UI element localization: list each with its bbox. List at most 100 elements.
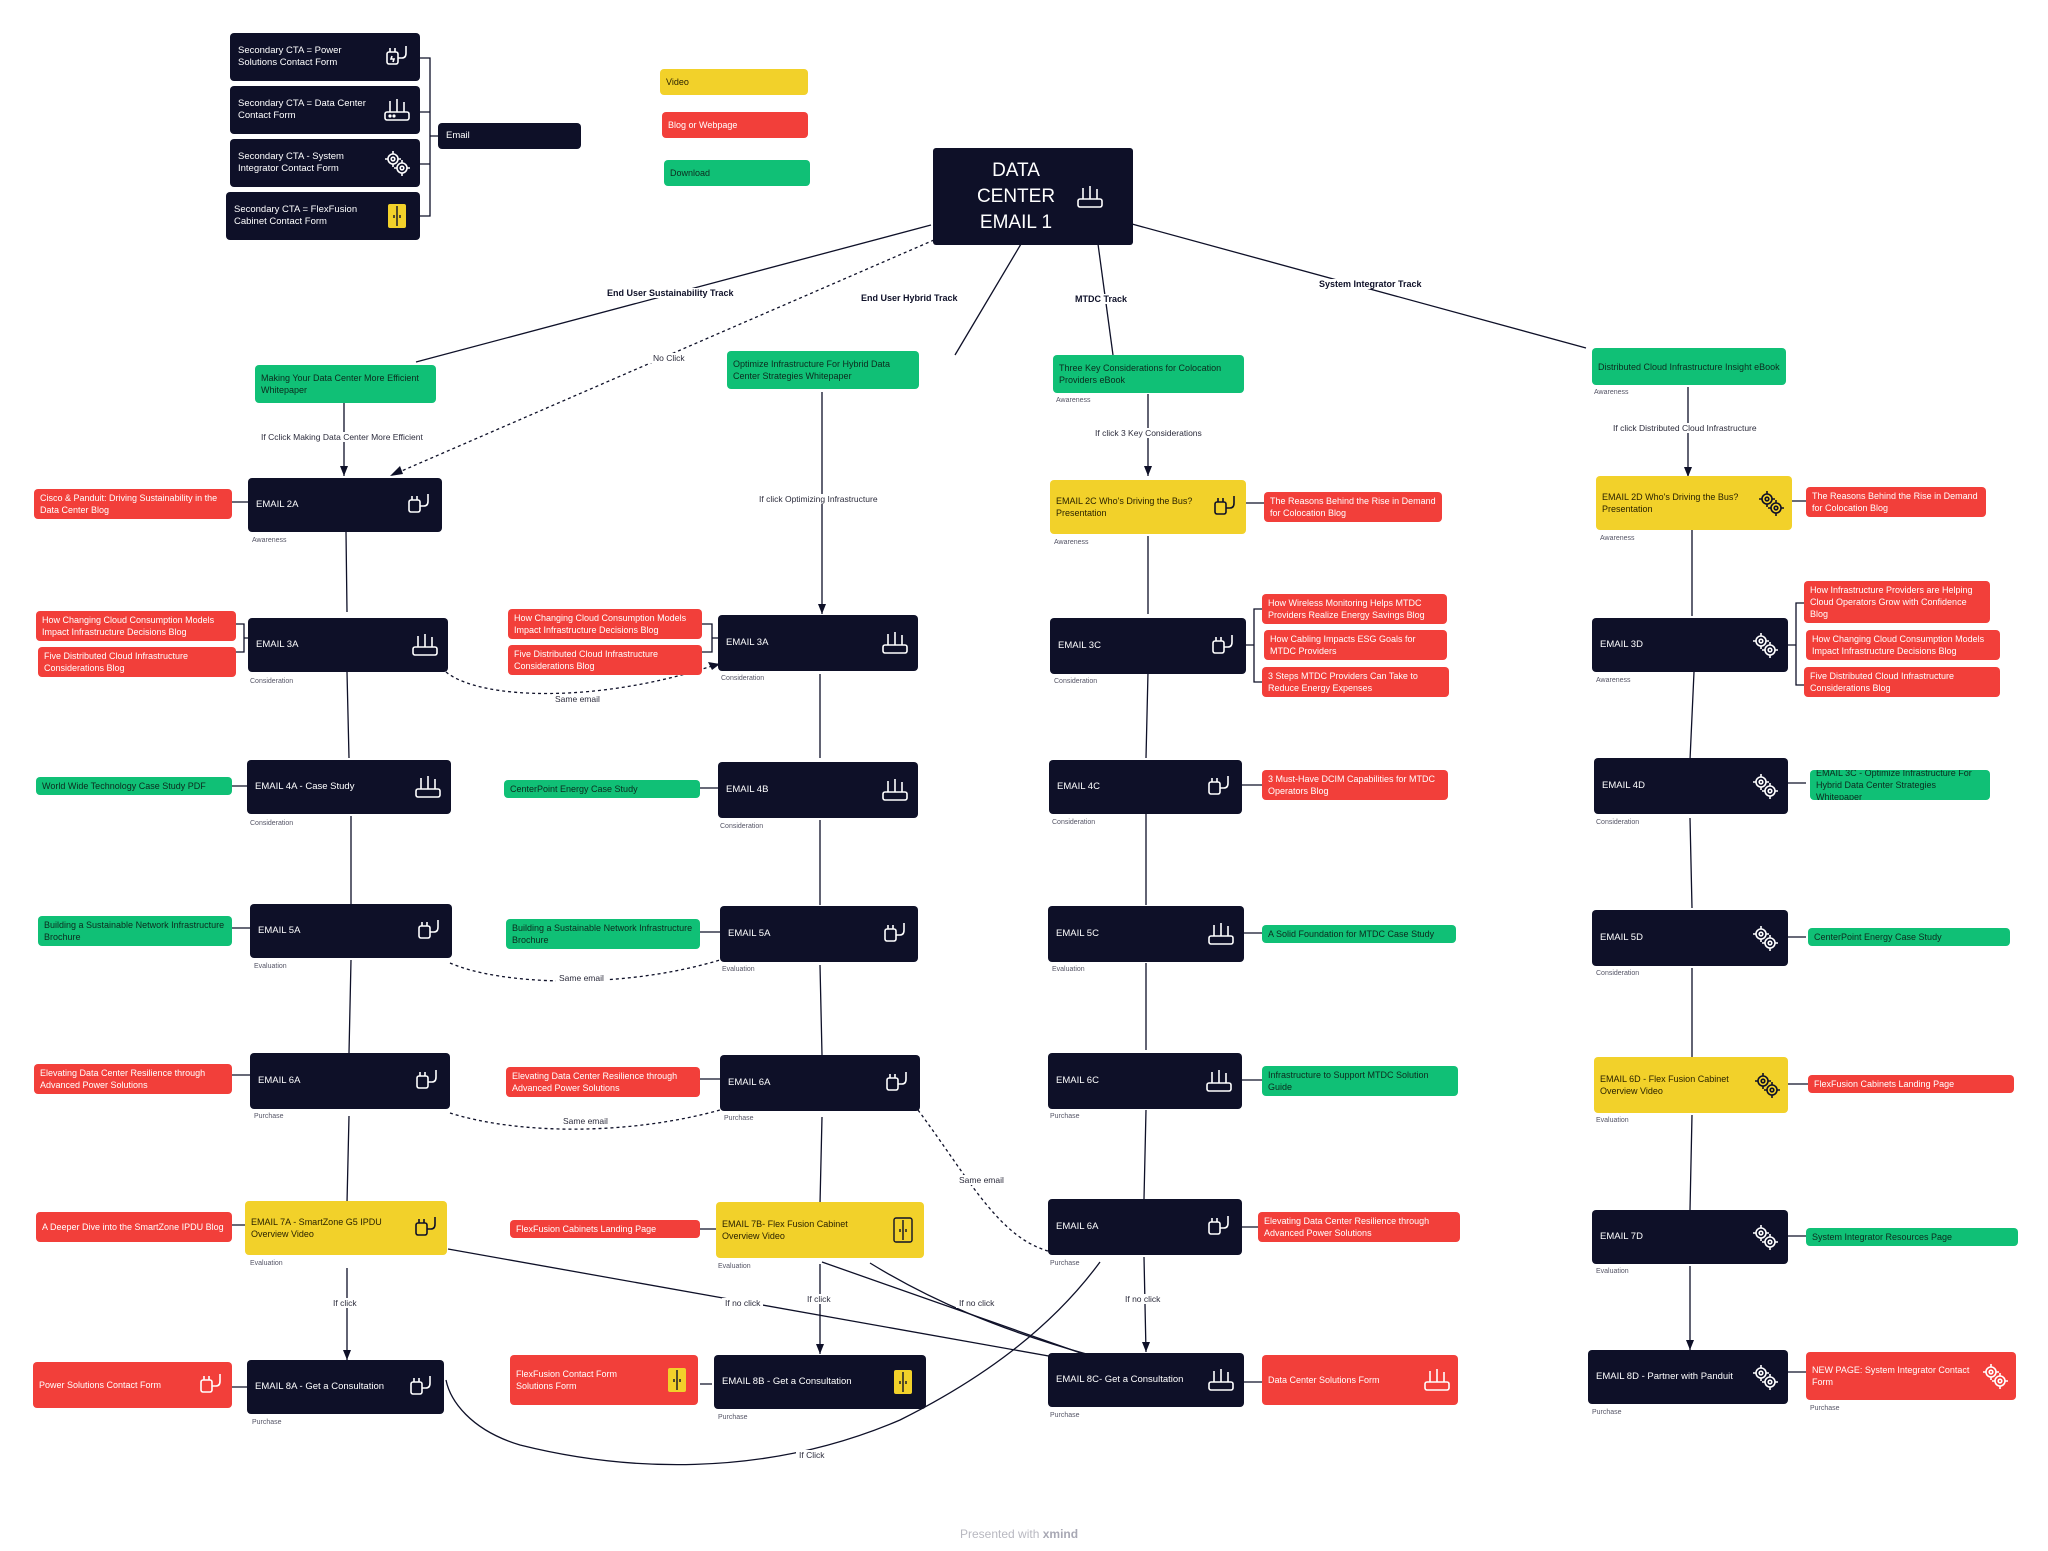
power-plug-icon <box>404 490 434 520</box>
email-7a-video[interactable]: EMAIL 7A - SmartZone G5 IPDU Overview Vi… <box>245 1201 447 1255</box>
download-label: EMAIL 3C - Optimize Infrastructure For H… <box>1816 770 1972 800</box>
blog-label: The Reasons Behind the Rise in Demand fo… <box>1270 496 1436 518</box>
blog-cloud-consumption[interactable]: How Changing Cloud Consumption Models Im… <box>508 609 702 639</box>
blog-label: Elevating Data Center Resilience through… <box>40 1068 206 1090</box>
email-6a-mtdc[interactable]: EMAIL 6A <box>1048 1199 1242 1255</box>
email-6c[interactable]: EMAIL 6C <box>1048 1053 1242 1109</box>
integrator-resources-page[interactable]: System Integrator Resources Page <box>1806 1228 2018 1246</box>
blog-infra-providers[interactable]: How Infrastructure Providers are Helping… <box>1804 581 1990 623</box>
email-4a[interactable]: EMAIL 4A - Case Study <box>247 760 451 814</box>
email-8d[interactable]: EMAIL 8D - Partner with Panduit <box>1588 1350 1788 1404</box>
blog-five-distributed[interactable]: Five Distributed Cloud Infrastructure Co… <box>38 647 236 677</box>
email-3a[interactable]: EMAIL 3A <box>248 618 448 672</box>
stage-label: Consideration <box>250 820 294 827</box>
brochure-sustainable-network[interactable]: Building a Sustainable Network Infrastru… <box>506 919 700 949</box>
email-3d[interactable]: EMAIL 3D <box>1592 618 1788 672</box>
distributed-cloud-ebook[interactable]: Distributed Cloud Infrastructure Insight… <box>1592 348 1786 385</box>
email-7d[interactable]: EMAIL 7D <box>1592 1210 1788 1264</box>
blog-label: How Wireless Monitoring Helps MTDC Provi… <box>1268 598 1425 620</box>
colocation-ebook[interactable]: Three Key Considerations for Colocation … <box>1053 355 1244 393</box>
email-3a-hybrid[interactable]: EMAIL 3A <box>718 615 918 671</box>
email-label: EMAIL 8B - Get a Consultation <box>722 1376 852 1387</box>
blog-cisco-panduit[interactable]: Cisco & Panduit: Driving Sustainability … <box>34 489 232 519</box>
brochure-sustainable-network[interactable]: Building a Sustainable Network Infrastru… <box>38 916 232 946</box>
legend-email-label: Email <box>446 130 470 141</box>
email-label: EMAIL 7B- Flex Fusion Cabinet Overview V… <box>722 1219 848 1241</box>
email-6d-video[interactable]: EMAIL 6D - Flex Fusion Cabinet Overview … <box>1594 1057 1788 1113</box>
integrator-contact-form[interactable]: NEW PAGE: System Integrator Contact Form <box>1806 1352 2016 1400</box>
blog-resilience-power[interactable]: Elevating Data Center Resilience through… <box>506 1067 700 1097</box>
legend-cta-power-label: Secondary CTA = Power Solutions Contact … <box>238 45 342 68</box>
power-solutions-contact-form[interactable]: Power Solutions Contact Form <box>33 1362 232 1408</box>
stage-label: Consideration <box>1054 678 1098 685</box>
email-5a[interactable]: EMAIL 5A <box>250 904 452 958</box>
router-icon <box>1206 1365 1236 1395</box>
case-study-wwt[interactable]: World Wide Technology Case Study PDF <box>36 777 232 795</box>
case-study-centerpoint[interactable]: CenterPoint Energy Case Study <box>504 780 700 798</box>
email-label: EMAIL 6D - Flex Fusion Cabinet Overview … <box>1600 1074 1729 1096</box>
email-6a-hybrid[interactable]: EMAIL 6A <box>720 1055 920 1111</box>
data-center-solutions-form[interactable]: Data Center Solutions Form <box>1262 1355 1458 1405</box>
branch-condition: If Cclick Making Data Center More Effici… <box>258 432 426 442</box>
email-8b[interactable]: EMAIL 8B - Get a Consultation <box>714 1355 926 1409</box>
solution-guide-mtdc[interactable]: Infrastructure to Support MTDC Solution … <box>1262 1066 1458 1096</box>
blog-wireless-monitoring[interactable]: How Wireless Monitoring Helps MTDC Provi… <box>1262 594 1447 624</box>
gears-icon <box>1750 923 1780 953</box>
email-5c[interactable]: EMAIL 5C <box>1048 906 1244 962</box>
case-study-centerpoint[interactable]: CenterPoint Energy Case Study <box>1808 928 2010 946</box>
email-4b[interactable]: EMAIL 4B <box>718 762 918 818</box>
email-5d[interactable]: EMAIL 5D <box>1592 910 1788 966</box>
blog-label: Five Distributed Cloud Infrastructure Co… <box>1810 671 1955 693</box>
email-4c[interactable]: EMAIL 4C <box>1049 760 1242 814</box>
email-2c-presentation[interactable]: EMAIL 2C Who's Driving the Bus? Presenta… <box>1050 480 1246 534</box>
legend-cta-datacenter: Secondary CTA = Data Center Contact Form <box>230 86 420 134</box>
email-3c[interactable]: EMAIL 3C <box>1050 618 1246 674</box>
email-8a[interactable]: EMAIL 8A - Get a Consultation <box>247 1360 444 1414</box>
stage-label: Consideration <box>250 678 294 685</box>
blog-label: Five Distributed Cloud Infrastructure Co… <box>514 649 659 671</box>
blog-three-steps[interactable]: 3 Steps MTDC Providers Can Take to Reduc… <box>1262 667 1449 697</box>
sustainability-whitepaper[interactable]: Making Your Data Center More Efficient W… <box>255 365 436 403</box>
hybrid-whitepaper[interactable]: Optimize Infrastructure For Hybrid Data … <box>727 351 919 389</box>
blog-resilience-power[interactable]: Elevating Data Center Resilience through… <box>34 1064 232 1094</box>
blog-five-distributed[interactable]: Five Distributed Cloud Infrastructure Co… <box>508 645 702 675</box>
email-2d-presentation[interactable]: EMAIL 2D Who's Driving the Bus? Presenta… <box>1596 476 1792 530</box>
blog-dcim-capabilities[interactable]: 3 Must-Have DCIM Capabilities for MTDC O… <box>1262 770 1448 800</box>
blog-label: 3 Steps MTDC Providers Can Take to Reduc… <box>1268 671 1418 693</box>
case-study-mtdc[interactable]: A Solid Foundation for MTDC Case Study <box>1262 925 1456 943</box>
email-4d[interactable]: EMAIL 4D <box>1594 758 1788 814</box>
blog-colocation-demand[interactable]: The Reasons Behind the Rise in Demand fo… <box>1264 492 1442 522</box>
blog-label: How Changing Cloud Consumption Models Im… <box>514 613 687 635</box>
legend-blog-label: Blog or Webpage <box>668 120 738 130</box>
email-6a[interactable]: EMAIL 6A <box>250 1053 450 1109</box>
gears-icon <box>1980 1361 2010 1391</box>
email-7b-video[interactable]: EMAIL 7B- Flex Fusion Cabinet Overview V… <box>716 1202 924 1258</box>
blog-label: Elevating Data Center Resilience through… <box>512 1071 678 1093</box>
email-5a-hybrid[interactable]: EMAIL 5A <box>720 906 918 962</box>
email-8c[interactable]: EMAIL 8C- Get a Consultation <box>1048 1353 1244 1407</box>
flexfusion-landing-page[interactable]: FlexFusion Cabinets Landing Page <box>1808 1075 2014 1093</box>
download-label: A Solid Foundation for MTDC Case Study <box>1268 929 1435 939</box>
blog-smartzone-ipdu[interactable]: A Deeper Dive into the SmartZone IPDU Bl… <box>36 1212 232 1242</box>
power-plug-icon <box>412 1066 442 1096</box>
legend-cta-datacenter-label: Secondary CTA = Data Center Contact Form <box>238 98 366 121</box>
gears-icon <box>1756 488 1786 518</box>
blog-colocation-demand[interactable]: The Reasons Behind the Rise in Demand fo… <box>1806 487 1986 517</box>
legend-download-label: Download <box>670 168 711 178</box>
blog-cloud-consumption[interactable]: How Changing Cloud Consumption Models Im… <box>36 611 236 641</box>
hybrid-whitepaper[interactable]: EMAIL 3C - Optimize Infrastructure For H… <box>1810 770 1990 800</box>
flexfusion-contact-form[interactable]: FlexFusion Contact Form Solutions Form <box>510 1355 698 1405</box>
blog-five-distributed[interactable]: Five Distributed Cloud Infrastructure Co… <box>1804 667 2000 697</box>
legend-cta-flexfusion: Secondary CTA = FlexFusion Cabinet Conta… <box>226 192 420 240</box>
branch-condition: If click <box>330 1298 360 1308</box>
blog-cabling-esg[interactable]: How Cabling Impacts ESG Goals for MTDC P… <box>1264 630 1447 660</box>
download-label: CenterPoint Energy Case Study <box>1814 932 1942 942</box>
blog-resilience-power[interactable]: Elevating Data Center Resilience through… <box>1258 1212 1460 1242</box>
blog-cloud-consumption[interactable]: How Changing Cloud Consumption Models Im… <box>1806 630 2000 660</box>
central-topic[interactable]: DATA CENTER EMAIL 1 <box>933 148 1133 245</box>
flexfusion-landing-page[interactable]: FlexFusion Cabinets Landing Page <box>510 1220 700 1238</box>
email-2a[interactable]: EMAIL 2A <box>248 478 442 532</box>
stage-label: Consideration <box>721 675 765 682</box>
email-label: EMAIL 6A <box>728 1077 771 1088</box>
email-label: EMAIL 6A <box>258 1075 301 1086</box>
